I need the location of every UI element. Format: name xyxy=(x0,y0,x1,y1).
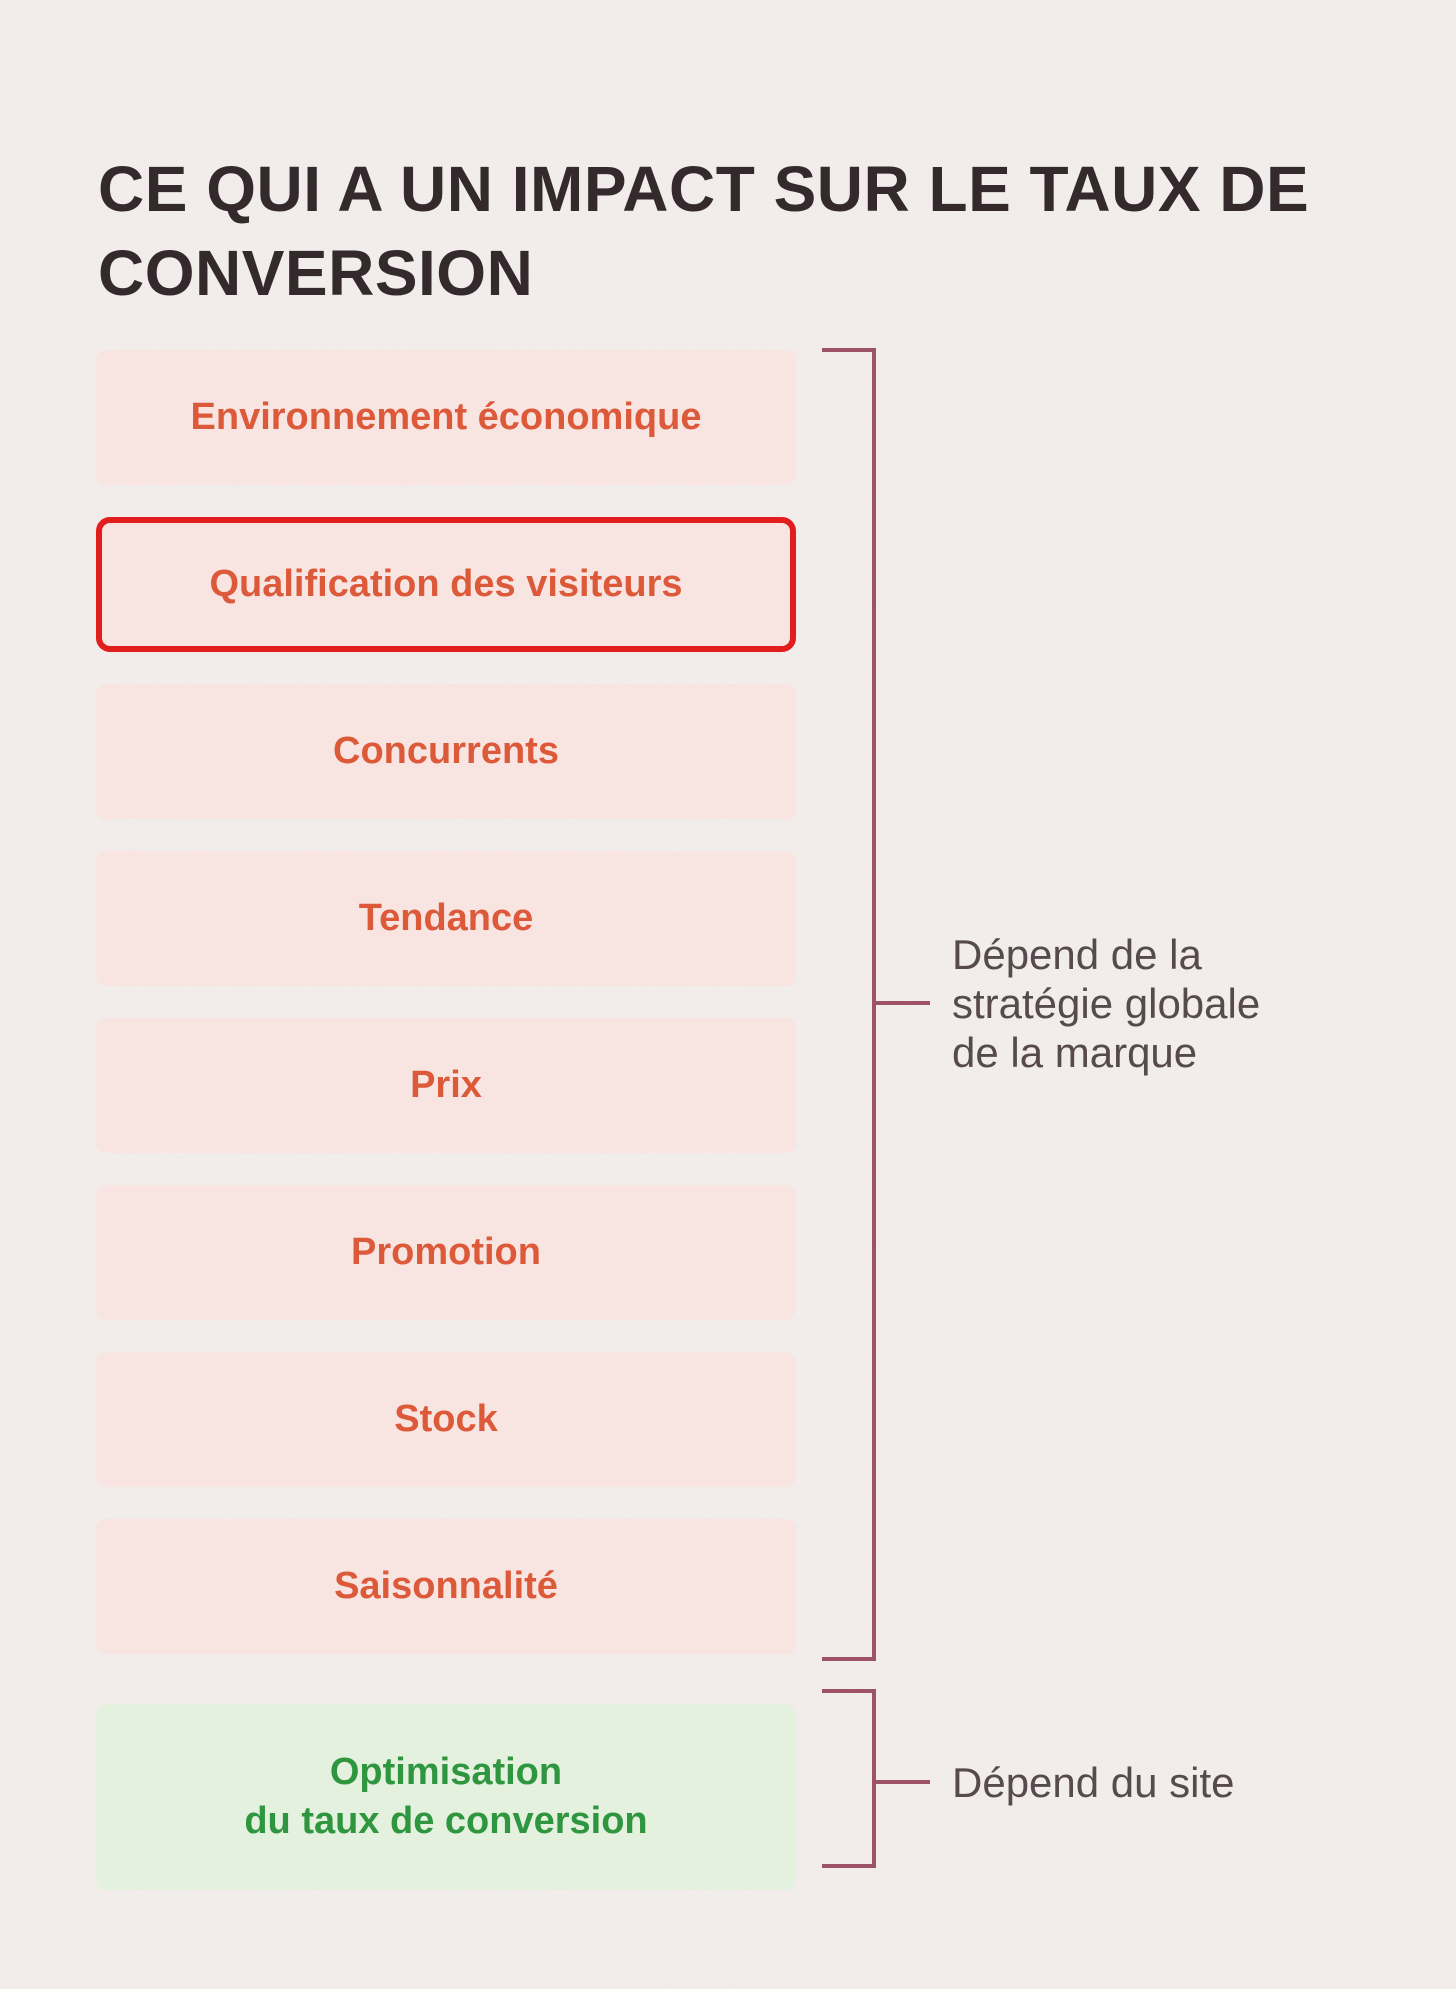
site-bracket-top-tick xyxy=(822,1689,876,1693)
site-annotation: Dépend du site xyxy=(952,1759,1235,1806)
factor-label: Concurrents xyxy=(333,730,559,772)
factor-label: Environnement économique xyxy=(190,396,702,438)
factor-label: Saisonnalité xyxy=(334,1565,558,1607)
factor-label: Promotion xyxy=(351,1231,541,1273)
factor-box-saisonnalite: Saisonnalité xyxy=(96,1519,796,1654)
factor-box-environnement-economique: Environnement économique xyxy=(96,350,796,485)
factor-box-qualification-des-visiteurs: Qualification des visiteurs xyxy=(96,517,796,652)
factor-box-optimisation-taux-conversion: Optimisation du taux de conversion xyxy=(96,1704,796,1890)
factor-box-promotion: Promotion xyxy=(96,1185,796,1320)
brand-bracket-label-tick xyxy=(872,1001,930,1005)
factor-box-stock: Stock xyxy=(96,1352,796,1487)
brand-annotation: Dépend de la stratégie globale de la mar… xyxy=(952,931,1261,1076)
factor-label: Optimisation du taux de conversion xyxy=(244,1750,648,1842)
factor-box-tendance: Tendance xyxy=(96,851,796,986)
factor-label: Stock xyxy=(394,1398,498,1440)
brand-bracket-bottom-tick xyxy=(822,1657,876,1661)
factor-box-concurrents: Concurrents xyxy=(96,684,796,819)
brand-bracket-top-tick xyxy=(822,348,876,352)
factor-label: Qualification des visiteurs xyxy=(209,563,683,605)
factor-box-prix: Prix xyxy=(96,1018,796,1153)
factor-label: Tendance xyxy=(358,897,534,939)
site-bracket-vertical-line xyxy=(872,1689,876,1868)
factor-label: Prix xyxy=(410,1064,482,1106)
site-bracket-label-tick xyxy=(872,1780,930,1784)
factor-list: Environnement économique Qualification d… xyxy=(96,350,796,1890)
page-title: CE QUI A UN IMPACT SUR LE TAUX DE CONVER… xyxy=(98,152,1310,309)
site-bracket-bottom-tick xyxy=(822,1864,876,1868)
